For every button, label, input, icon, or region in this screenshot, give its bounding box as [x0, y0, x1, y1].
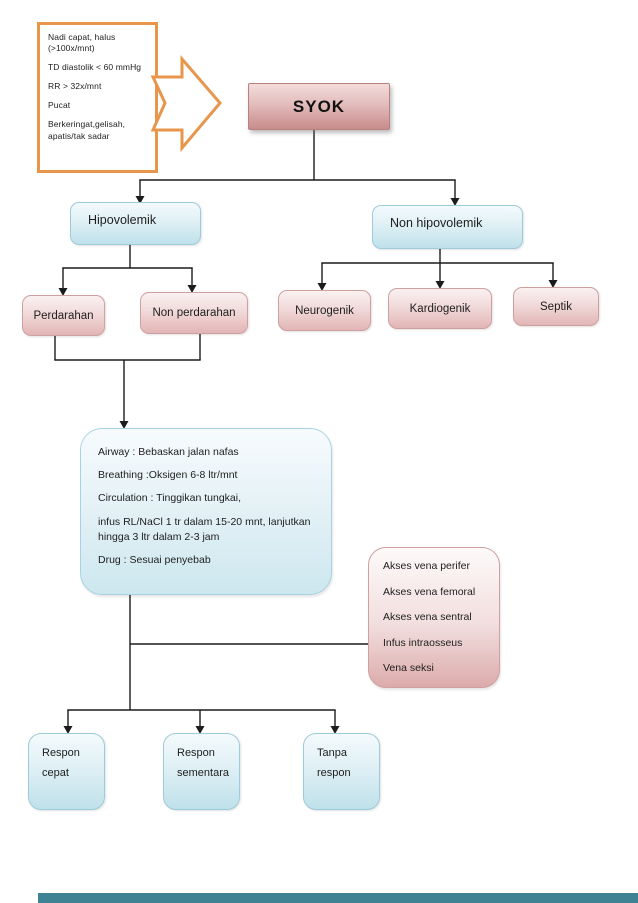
node-respon-cepat-label: Respon cepat	[42, 747, 80, 780]
node-respon-sementara-label: Respon sementara	[177, 747, 229, 780]
node-neurogenik-label: Neurogenik	[295, 304, 354, 317]
symptoms-box: Nadi capat, halus (>100x/mnt) TD diastol…	[37, 22, 158, 173]
node-septik-label: Septik	[540, 300, 572, 313]
access-line: Akses vena femoral	[383, 585, 476, 598]
footer-bar	[38, 893, 638, 903]
node-hipovolemik: Hipovolemik	[70, 202, 201, 245]
symptom-line: TD diastolik < 60 mmHg	[48, 62, 142, 73]
node-tanpa-respon-label: Tanpa respon	[317, 747, 351, 780]
treatment-line: Airway : Bebaskan jalan nafas	[98, 446, 239, 458]
node-tanpa-respon: Tanpa respon	[303, 733, 380, 810]
node-kardiogenik-label: Kardiogenik	[409, 302, 471, 315]
node-syok-label: SYOK	[292, 96, 346, 116]
symptom-line: Nadi capat, halus (>100x/mnt)	[48, 32, 116, 54]
node-non-hipovolemik: Non hipovolemik	[372, 205, 523, 249]
node-perdarahan: Perdarahan	[22, 295, 105, 336]
node-non-hipovolemik-label: Non hipovolemik	[390, 216, 483, 230]
venous-access-box: Akses vena perifer Akses vena femoral Ak…	[368, 547, 500, 688]
node-perdarahan-label: Perdarahan	[33, 309, 94, 322]
access-line: Akses vena sentral	[383, 611, 472, 623]
treatment-line: infus RL/NaCl 1 tr dalam 15-20 mnt, lanj…	[98, 515, 311, 543]
node-respon-cepat: Respon cepat	[28, 733, 105, 810]
node-neurogenik: Neurogenik	[278, 290, 371, 331]
treatment-line: Breathing :Oksigen 6-8 ltr/mnt	[98, 469, 238, 482]
node-hipovolemik-label: Hipovolemik	[88, 213, 157, 227]
node-syok: SYOK	[248, 83, 390, 130]
treatment-box: Airway : Bebaskan jalan nafas Breathing …	[80, 428, 332, 595]
node-kardiogenik: Kardiogenik	[388, 288, 492, 329]
node-non-perdarahan: Non perdarahan	[140, 292, 248, 334]
access-line: Infus intraosseus	[383, 636, 463, 649]
access-line: Vena seksi	[383, 662, 434, 674]
access-line: Akses vena perifer	[383, 560, 470, 572]
node-respon-sementara: Respon sementara	[163, 733, 240, 810]
block-arrow-right-icon	[150, 55, 222, 152]
symptom-line: RR > 32x/mnt	[48, 81, 102, 92]
node-non-perdarahan-label: Non perdarahan	[152, 307, 236, 319]
treatment-line: Drug : Sesuai penyebab	[98, 554, 211, 567]
symptom-line: Berkeringat,gelisah, apatis/tak sadar	[48, 119, 126, 141]
symptom-line: Pucat	[48, 100, 71, 111]
treatment-line: Circulation : Tinggikan tungkai,	[98, 492, 241, 505]
node-septik: Septik	[513, 287, 599, 326]
